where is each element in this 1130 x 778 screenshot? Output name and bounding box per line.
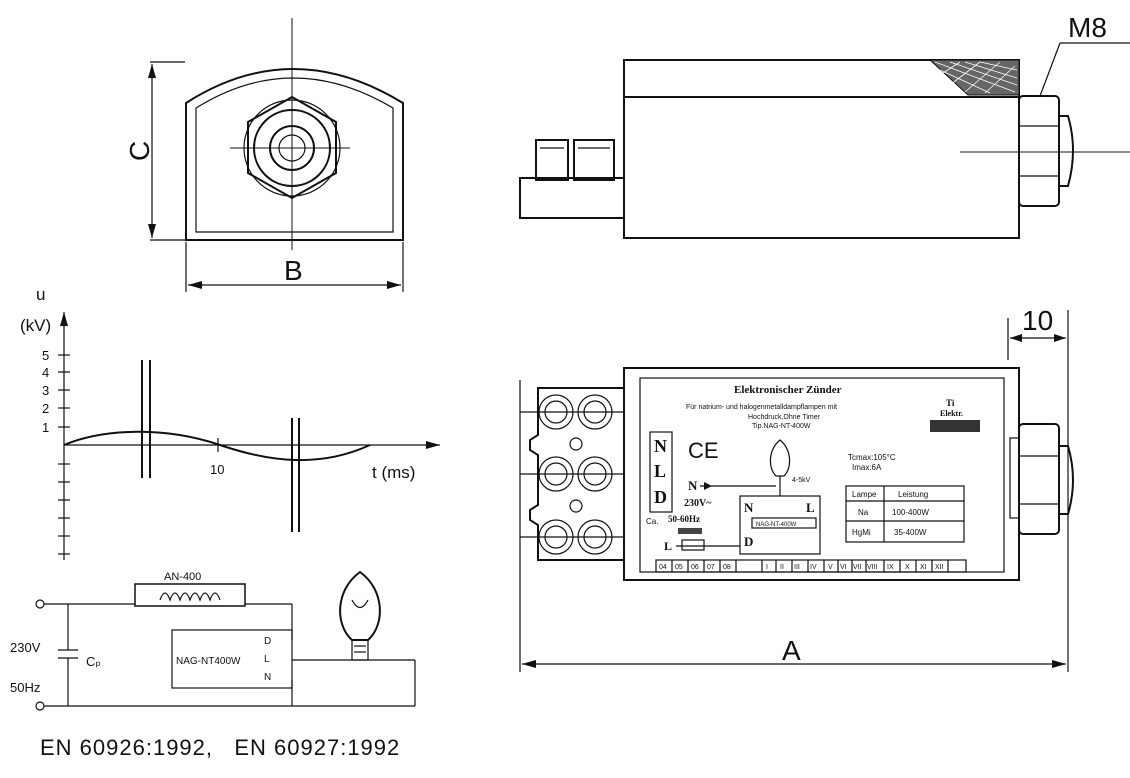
circuit-pin-n: N xyxy=(264,672,271,683)
graph-x-label: t (ms) xyxy=(372,463,415,482)
graph-tick-4: 4 xyxy=(42,365,49,380)
date-04: 04 xyxy=(659,564,667,571)
label-nld-d: D xyxy=(654,487,667,507)
logo-mark-mid: Elektr. xyxy=(940,409,963,418)
thread-m8-label: M8 xyxy=(1068,12,1107,43)
date-08: 08 xyxy=(723,564,731,571)
label-ce-mark: CE xyxy=(688,438,719,463)
dimension-a-label: A xyxy=(782,635,801,666)
front-view: C B xyxy=(124,18,404,292)
circuit-diagram: 230V 50Hz Cₚ AN-400 NAG-NT400W D L N xyxy=(10,570,416,711)
label-ca: Ca. xyxy=(646,517,658,526)
month-vii: VII xyxy=(853,564,862,571)
label-l-arrow: L xyxy=(664,539,672,553)
month-xi: XI xyxy=(920,564,927,571)
month-x: X xyxy=(905,564,910,571)
circuit-pin-l: L xyxy=(264,654,270,665)
label-desc-1: Für natrium- und halogenmetalldampflampe… xyxy=(686,404,837,411)
month-viii: VIII xyxy=(867,564,878,571)
month-i: I xyxy=(766,564,768,571)
label-model: Tip.NAG-NT-400W xyxy=(752,423,811,430)
table-cell-na: Na xyxy=(858,508,869,517)
circuit-frequency: 50Hz xyxy=(10,680,40,695)
circuit-voltage: 230V xyxy=(10,640,41,655)
graph-y-label-u: u xyxy=(36,285,45,304)
label-kv: 4-5kV xyxy=(792,477,811,484)
table-cell-na-power: 100-400W xyxy=(892,508,929,517)
circuit-inductor-label: AN-400 xyxy=(164,571,201,583)
date-07: 07 xyxy=(707,564,715,571)
graph-tick-1: 1 xyxy=(42,420,49,435)
label-imax: Imax:6A xyxy=(852,463,882,472)
month-ii: II xyxy=(780,564,784,571)
table-header-lampe: Lampe xyxy=(852,490,877,499)
circuit-igniter-label: NAG-NT400W xyxy=(176,656,241,667)
top-view: 10 A xyxy=(519,305,1074,672)
label-tcmax: Tcmax:105°C xyxy=(848,453,896,462)
graph-tick-2: 2 xyxy=(42,401,49,416)
graph-tick-5: 5 xyxy=(42,348,49,363)
dimension-b-label: B xyxy=(284,255,303,286)
label-box-n: N xyxy=(744,500,754,515)
dimension-c-label: C xyxy=(124,141,155,161)
month-ix: IX xyxy=(887,564,894,571)
date-06: 06 xyxy=(691,564,699,571)
graph-x-tick-10: 10 xyxy=(210,462,224,477)
label-box-l: L xyxy=(806,500,815,515)
product-label: Elektronischer Zünder Für natrium- und h… xyxy=(646,384,980,573)
label-box-model: NAG-NT-400W xyxy=(756,522,797,528)
label-nld-n: N xyxy=(654,436,667,456)
circuit-capacitor-label: Cₚ xyxy=(86,654,101,669)
label-freq: 50-60Hz xyxy=(668,514,700,524)
standards-caption: EN 60926:1992, EN 60927:1992 xyxy=(40,735,401,760)
month-iv: IV xyxy=(810,564,817,571)
voltage-graph: u (kV) 5 4 3 2 1 1 xyxy=(20,285,440,560)
dimension-10-label: 10 xyxy=(1022,305,1053,336)
side-view: M8 xyxy=(519,12,1130,239)
month-xii: XII xyxy=(935,564,944,571)
month-v: V xyxy=(828,564,833,571)
label-n-arrow: N xyxy=(688,478,698,493)
month-vi: VI xyxy=(840,564,847,571)
label-nld-l: L xyxy=(654,461,666,481)
label-box-d: D xyxy=(744,534,753,549)
graph-tick-3: 3 xyxy=(42,383,49,398)
label-title: Elektronischer Zünder xyxy=(734,384,842,396)
circuit-pin-d: D xyxy=(264,636,271,647)
date-05: 05 xyxy=(675,564,683,571)
logo-mark-top: Ti xyxy=(946,398,955,408)
month-iii: III xyxy=(794,564,800,571)
graph-y-label-unit: (kV) xyxy=(20,316,51,335)
label-desc-2: Hochdruck,Ohne Timer xyxy=(748,414,821,421)
table-cell-hgmi-power: 35-400W xyxy=(894,528,927,537)
label-voltage: 230V~ xyxy=(684,498,712,509)
table-cell-hgmi: HgMi xyxy=(852,528,871,537)
table-header-leistung: Leistung xyxy=(898,490,928,499)
